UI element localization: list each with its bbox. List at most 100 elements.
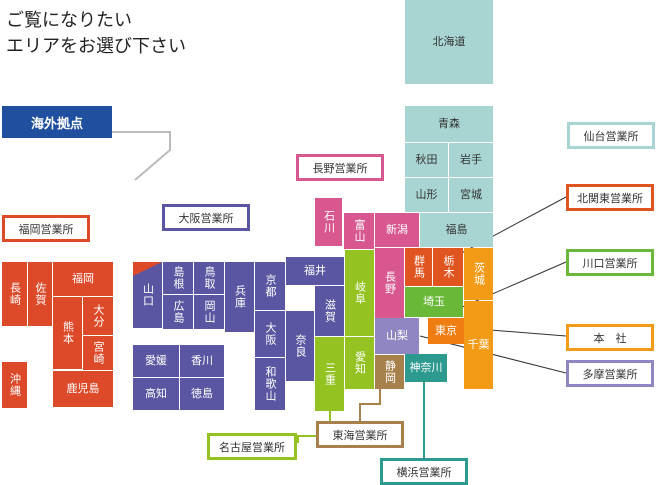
pref-label: 兵庫 xyxy=(233,285,247,309)
pref-aichi[interactable]: 愛知 xyxy=(345,337,374,389)
pref-label: 富山 xyxy=(353,219,366,243)
office-yokohama[interactable]: 横浜営業所 xyxy=(380,458,468,485)
pref-toyama[interactable]: 富山 xyxy=(344,213,374,249)
pref-ishikawa[interactable]: 石川 xyxy=(315,198,342,246)
pref-label: 岡山 xyxy=(203,300,216,324)
pref-akita[interactable]: 秋田 xyxy=(405,143,449,177)
pref-label: 佐賀 xyxy=(34,282,47,306)
pref-iwate[interactable]: 岩手 xyxy=(449,143,493,177)
office-kitakanto[interactable]: 北関東営業所 xyxy=(566,184,654,211)
office-nagano[interactable]: 長野営業所 xyxy=(296,154,384,181)
pref-fukui[interactable]: 福井 xyxy=(286,257,344,285)
office-tokai[interactable]: 東海営業所 xyxy=(316,421,404,448)
pref-shizuoka[interactable]: 静岡 xyxy=(375,355,404,389)
pref-label: 滋賀 xyxy=(323,299,337,323)
pref-label: 福岡 xyxy=(72,272,94,285)
pref-label: 秋田 xyxy=(415,153,438,166)
pref-kanagawa[interactable]: 神奈川 xyxy=(405,354,447,382)
office-fukuoka[interactable]: 福岡営業所 xyxy=(2,215,90,242)
pref-wakayama[interactable]: 和歌山 xyxy=(255,358,285,410)
pref-kochi[interactable]: 高知 xyxy=(133,378,179,410)
office-nagoya[interactable]: 名古屋営業所 xyxy=(207,433,297,460)
pref-chiba[interactable]: 千葉 xyxy=(464,301,493,389)
pref-label: 三重 xyxy=(323,362,337,386)
pref-label: 神奈川 xyxy=(409,361,443,374)
pref-tottori[interactable]: 鳥取 xyxy=(194,262,224,294)
pref-fukuoka[interactable]: 福岡 xyxy=(53,262,113,296)
pref-label: 石川 xyxy=(322,210,336,234)
pref-label: 愛知 xyxy=(353,351,367,375)
pref-miyazaki[interactable]: 宮崎 xyxy=(83,336,113,370)
overseas-button[interactable]: 海外拠点 xyxy=(2,106,112,138)
yamaguchi-corner xyxy=(133,262,162,276)
pref-yamagata[interactable]: 山形 xyxy=(405,178,449,212)
pref-label: 鳥取 xyxy=(203,266,216,290)
page-heading: ご覧になりたい エリアをお選び下さい xyxy=(6,8,286,60)
pref-label: 千葉 xyxy=(467,338,490,351)
pref-okinawa[interactable]: 沖縄 xyxy=(2,362,27,408)
pref-label: 宮崎 xyxy=(92,341,105,365)
pref-yamanashi[interactable]: 山梨 xyxy=(375,318,419,354)
pref-label: 島根 xyxy=(172,266,185,290)
pref-label: 岩手 xyxy=(460,153,482,166)
pref-label: 鹿児島 xyxy=(66,382,100,395)
pref-hyogo[interactable]: 兵庫 xyxy=(225,262,254,332)
pref-label: 大分 xyxy=(92,304,105,328)
office-osaka[interactable]: 大阪営業所 xyxy=(162,204,250,231)
pref-label: 新潟 xyxy=(386,223,408,236)
office-tama[interactable]: 多摩営業所 xyxy=(566,360,654,387)
office-honsha[interactable]: 本 社 xyxy=(566,324,654,351)
pref-gifu[interactable]: 岐阜 xyxy=(345,250,374,336)
office-sendai[interactable]: 仙台営業所 xyxy=(567,122,655,149)
pref-miyagi[interactable]: 宮城 xyxy=(449,178,493,212)
pref-label: 大阪 xyxy=(264,322,277,346)
pref-label: 山梨 xyxy=(386,329,408,342)
pref-label: 北海道 xyxy=(432,35,466,48)
pref-saga[interactable]: 佐賀 xyxy=(28,262,52,326)
pref-tokushima[interactable]: 徳島 xyxy=(180,378,224,410)
pref-okayama[interactable]: 岡山 xyxy=(194,295,224,329)
pref-kagawa[interactable]: 香川 xyxy=(180,345,224,377)
pref-gunma[interactable]: 群馬 xyxy=(405,248,432,286)
pref-tochigi[interactable]: 栃木 xyxy=(433,248,463,286)
pref-nagano[interactable]: 長野 xyxy=(375,248,404,318)
pref-label: 青森 xyxy=(438,117,460,130)
pref-label: 奈良 xyxy=(294,334,307,358)
pref-label: 和歌山 xyxy=(264,366,277,402)
pref-saitama[interactable]: 埼玉 xyxy=(405,287,463,317)
pref-ibaraki[interactable]: 茨城 xyxy=(464,248,493,300)
pref-label: 岐阜 xyxy=(353,281,367,305)
pref-osaka[interactable]: 大阪 xyxy=(255,311,285,357)
pref-aomori[interactable]: 青森 xyxy=(405,106,493,142)
pref-label: 福井 xyxy=(304,264,326,277)
pref-oita[interactable]: 大分 xyxy=(83,297,113,335)
pref-nara[interactable]: 奈良 xyxy=(286,311,314,381)
pref-label: 埼玉 xyxy=(423,295,445,308)
pref-label: 栃木 xyxy=(442,255,455,279)
pref-hokkaido[interactable]: 北海道 xyxy=(405,0,493,84)
pref-mie[interactable]: 三重 xyxy=(315,337,344,411)
pref-kumamoto[interactable]: 熊本 xyxy=(53,297,82,369)
pref-fukushima[interactable]: 福島 xyxy=(420,213,493,247)
pref-niigata[interactable]: 新潟 xyxy=(375,213,419,247)
heading-line1: ご覧になりたい xyxy=(6,10,132,31)
pref-kagoshima[interactable]: 鹿児島 xyxy=(53,371,113,407)
pref-tokyo[interactable]: 東京 xyxy=(428,318,464,344)
pref-ehime[interactable]: 愛媛 xyxy=(133,345,179,377)
pref-label: 静岡 xyxy=(383,360,397,384)
pref-label: 京都 xyxy=(264,274,277,298)
pref-shimane[interactable]: 島根 xyxy=(163,262,193,294)
pref-label: 長野 xyxy=(383,271,397,295)
pref-nagasaki[interactable]: 長崎 xyxy=(2,262,27,326)
pref-label: 福島 xyxy=(445,223,468,236)
pref-label: 山口 xyxy=(141,283,155,307)
pref-label: 長崎 xyxy=(8,282,22,306)
office-kawaguchi[interactable]: 川口営業所 xyxy=(566,249,654,276)
pref-hiroshima[interactable]: 広島 xyxy=(163,295,193,329)
pref-kyoto[interactable]: 京都 xyxy=(255,262,285,310)
pref-shiga[interactable]: 滋賀 xyxy=(315,286,344,336)
pref-yamaguchi[interactable]: 山口 xyxy=(133,262,162,328)
pref-label: 群馬 xyxy=(412,255,426,279)
pref-label: 愛媛 xyxy=(145,354,167,367)
pref-label: 高知 xyxy=(145,387,167,400)
